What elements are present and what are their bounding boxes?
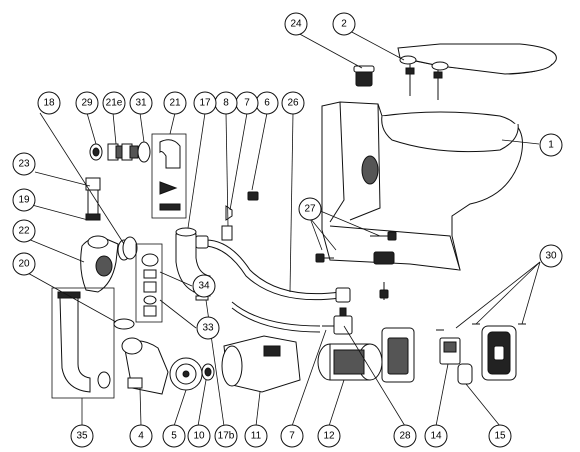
callout-19-label: 19 [18,195,30,206]
callout-15: 15 [488,424,512,448]
callout-11-label: 11 [251,431,262,442]
callout-7-bottom-label: 7 [289,431,295,442]
callout-21e: 21e [102,91,126,115]
callout-7-bottom: 7 [280,424,304,448]
callout-14-label: 14 [430,431,442,442]
toilet-seat-part [397,43,557,100]
part-34-33-group [135,243,163,323]
callout-35: 35 [70,424,94,448]
callout-21: 21 [163,91,187,115]
callout-10: 10 [187,424,211,448]
ring-20-part [113,318,135,330]
callout-30: 30 [539,244,563,268]
callout-33: 33 [196,316,220,340]
bushing-part [201,363,215,381]
callout-5-label: 5 [171,431,177,442]
callout-11: 11 [244,424,268,448]
callout-17b-label: 17b [218,431,235,442]
impeller-part [169,357,203,391]
hoses-part [195,235,351,333]
callout-6-label: 6 [264,98,270,109]
callout-26: 26 [281,91,305,115]
screws-part [315,231,397,300]
callout-35-label: 35 [76,431,88,442]
callout-18: 18 [37,91,61,115]
callout-21e-label: 21e [106,98,123,109]
callout-27-label: 27 [304,204,316,215]
callout-33-label: 33 [202,323,214,334]
callout-26-label: 26 [287,98,299,109]
ring-part [122,236,138,260]
callout-29-label: 29 [81,98,93,109]
valve-part [322,307,353,335]
callout-27: 27 [298,197,322,221]
callout-17b: 17b [214,424,238,448]
callout-21-label: 21 [169,98,181,109]
callout-6: 6 [255,91,279,115]
toilet-bowl-part [321,101,523,271]
callout-34-label: 34 [198,281,210,292]
cap-part [353,65,375,87]
callout-4-label: 4 [138,431,144,442]
callout-4: 4 [129,424,153,448]
callout-14: 14 [424,424,448,448]
switch-part [439,337,473,385]
callout-22: 22 [12,219,36,243]
callout-2: 2 [332,12,356,36]
pump-motor-part [317,343,383,381]
callout-20-label: 20 [18,259,30,270]
callout-28-label: 28 [399,431,411,442]
callout-12: 12 [317,424,341,448]
callout-7-top-label: 7 [244,98,250,109]
manifold-part [80,235,131,293]
callout-31: 31 [129,91,153,115]
callout-17: 17 [193,91,217,115]
callout-31-label: 31 [135,98,147,109]
callout-7-top: 7 [235,91,259,115]
callout-1-label: 1 [548,140,554,151]
callout-20: 20 [12,252,36,276]
callout-17-label: 17 [199,98,211,109]
callout-24: 24 [284,12,308,36]
couplings-part [89,141,151,163]
part-35-group [51,287,115,399]
callout-28: 28 [393,424,417,448]
callout-18-label: 18 [43,98,55,109]
part-21-group [151,133,187,219]
control-box-part [381,327,415,383]
callout-5: 5 [162,424,186,448]
cover-part [481,325,517,381]
callout-8-label: 8 [223,98,229,109]
callout-12-label: 12 [323,431,335,442]
callout-10-label: 10 [193,431,205,442]
callout-1: 1 [539,133,563,157]
callout-30-label: 30 [545,251,557,262]
callout-34: 34 [192,274,216,298]
callout-8: 8 [214,91,238,115]
leader-lines [25,29,541,427]
callout-23-label: 23 [18,159,30,170]
callout-22-label: 22 [18,226,30,237]
callout-19: 19 [12,188,36,212]
spigot-part [85,177,101,221]
callout-23: 23 [12,152,36,176]
callout-15-label: 15 [494,431,506,442]
callout-2-label: 2 [341,19,347,30]
callout-29: 29 [75,91,99,115]
pump-cover-part [121,337,169,395]
callout-24-label: 24 [290,19,302,30]
motor-part [221,335,301,393]
